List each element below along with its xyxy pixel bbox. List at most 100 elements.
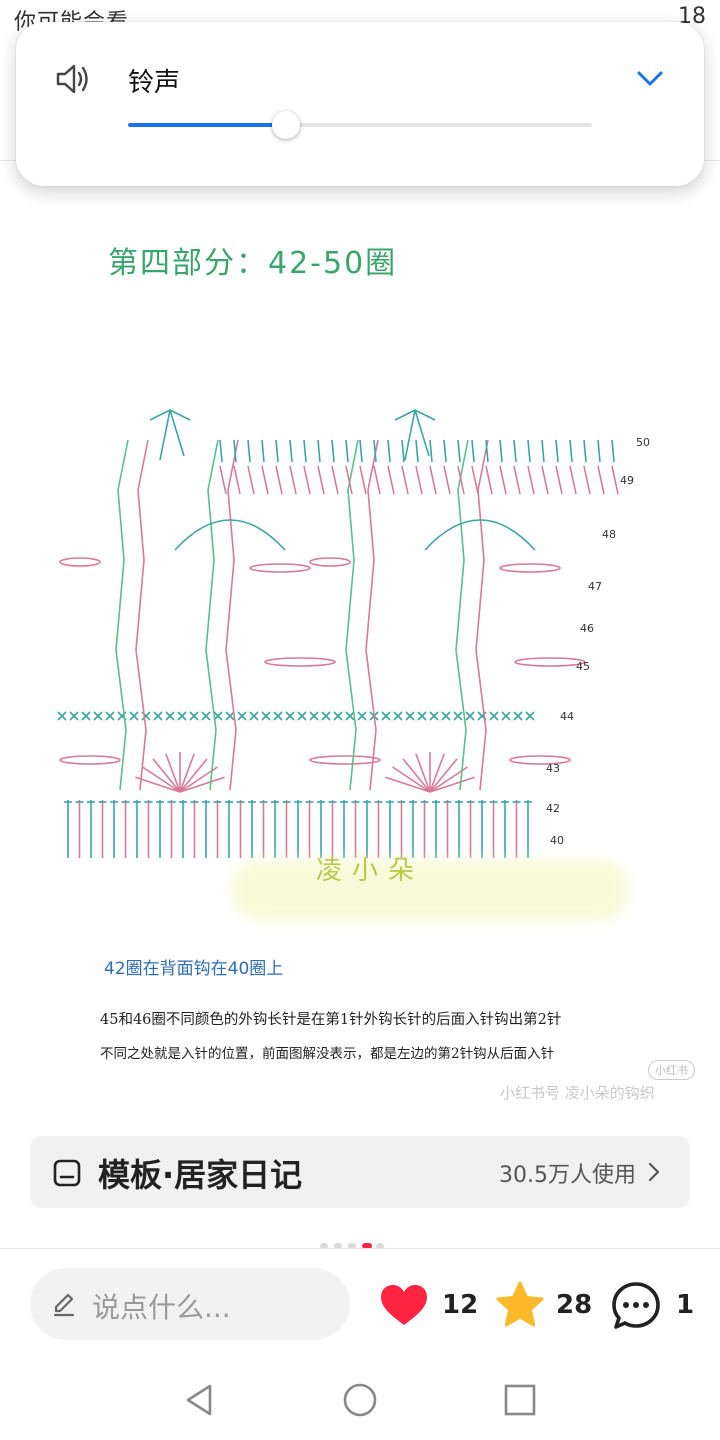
top-stitch [261,439,265,463]
fan-stitch [385,776,431,793]
sc-stitch [429,711,439,721]
top-stitch [317,439,321,463]
sc-stitch [273,711,283,721]
diagram-note-3: 不同之处就是入针的位置，前面图解没表示，都是左边的第2针钩从后面入针 [100,1046,555,1062]
top-stitch [359,439,363,463]
comment-button[interactable]: 1 [610,1278,700,1334]
top-stitch [359,465,367,495]
sc-stitch [153,711,163,721]
back-triangle-icon[interactable] [180,1380,220,1420]
sc-stitch [501,711,511,721]
top-stitch [569,439,573,463]
column-stitch [365,439,379,791]
like-button[interactable]: 12 [378,1278,488,1334]
column-stitch [205,439,219,791]
top-stitch [303,439,307,463]
top-stitch [275,465,283,495]
top-stitch [401,465,409,495]
fan-stitch [392,766,431,793]
recents-square-icon[interactable] [500,1380,540,1420]
top-stitch [387,465,395,495]
sc-stitch [261,711,271,721]
sc-stitch [57,711,67,721]
chain-loop [309,557,351,567]
sc-stitch [129,711,139,721]
fan-stitch [429,753,445,793]
row-number-label: 42 [546,802,560,815]
divider [0,1248,720,1249]
top-stitch [401,439,405,463]
column-stitch [455,439,469,791]
home-circle-icon[interactable] [340,1380,380,1420]
comment-placeholder: 说点什么... [92,1291,231,1324]
chain-loop [309,755,381,765]
top-stitch [331,465,339,495]
peak-stitch [394,409,436,461]
column-stitch [115,439,129,791]
top-stitch [233,465,241,495]
top-stitch [233,439,237,463]
pager-dot [348,1243,356,1249]
fan-stitch [429,776,475,793]
diagram-title: 第四部分：42-50圈 [108,246,398,281]
column-stitch [135,439,149,791]
top-stitch [317,465,325,495]
sc-stitch [105,711,115,721]
top-stitch [583,439,587,463]
sc-stitch [93,711,103,721]
top-stitch [471,439,475,463]
top-stitch [499,439,503,463]
comment-input[interactable]: 说点什么... [30,1268,350,1340]
row-number-label: 46 [580,622,594,635]
top-stitch [415,465,423,495]
row-number-label: 43 [546,762,560,775]
top-stitch [555,439,559,463]
top-stitch [443,465,451,495]
row-number-label: 47 [588,580,602,593]
pager-dot [334,1243,342,1249]
top-stitch [541,465,549,495]
arch-stitch [424,519,536,551]
top-stitch [331,439,335,463]
top-stitch [527,439,531,463]
top-stitch [303,465,311,495]
volume-slider-thumb[interactable] [271,111,300,139]
template-banner[interactable]: 模板·居家日记 30.5万人使用 [30,1136,690,1208]
top-stitch [219,465,227,495]
speaker-volume-icon[interactable] [52,58,94,100]
sc-stitch [201,711,211,721]
volume-slider[interactable] [128,111,592,139]
top-stitch [513,465,521,495]
sc-stitch [189,711,199,721]
template-icon [53,1159,81,1187]
top-stitch [275,439,279,463]
favorite-button[interactable]: 28 [494,1278,604,1334]
sc-stitch [513,711,523,721]
template-title: 模板·居家日记 [98,1156,303,1194]
volume-slider-fill [128,123,286,127]
sc-stitch [165,711,175,721]
comment-count: 1 [676,1290,695,1320]
top-stitch [247,465,255,495]
fan-stitch [135,776,181,793]
top-stitch [597,465,605,495]
fan-stitch [415,753,431,793]
top-stitch [457,465,465,495]
top-stitch [499,465,507,495]
top-stitch [289,439,293,463]
row-number-label: 45 [576,660,590,673]
top-stitch [471,465,479,495]
chevron-down-icon[interactable] [634,62,666,94]
sc-stitch [333,711,343,721]
top-stitch [485,439,489,463]
top-stitch [457,439,461,463]
watermark-glow [230,860,630,920]
chain-loop [509,755,571,765]
arch-stitch [174,519,286,551]
fan-stitch [142,766,181,793]
fan-stitch [165,753,181,793]
sc-stitch [405,711,415,721]
chain-loop [499,563,561,573]
diagram-watermark: 凌小朵 [316,856,425,886]
